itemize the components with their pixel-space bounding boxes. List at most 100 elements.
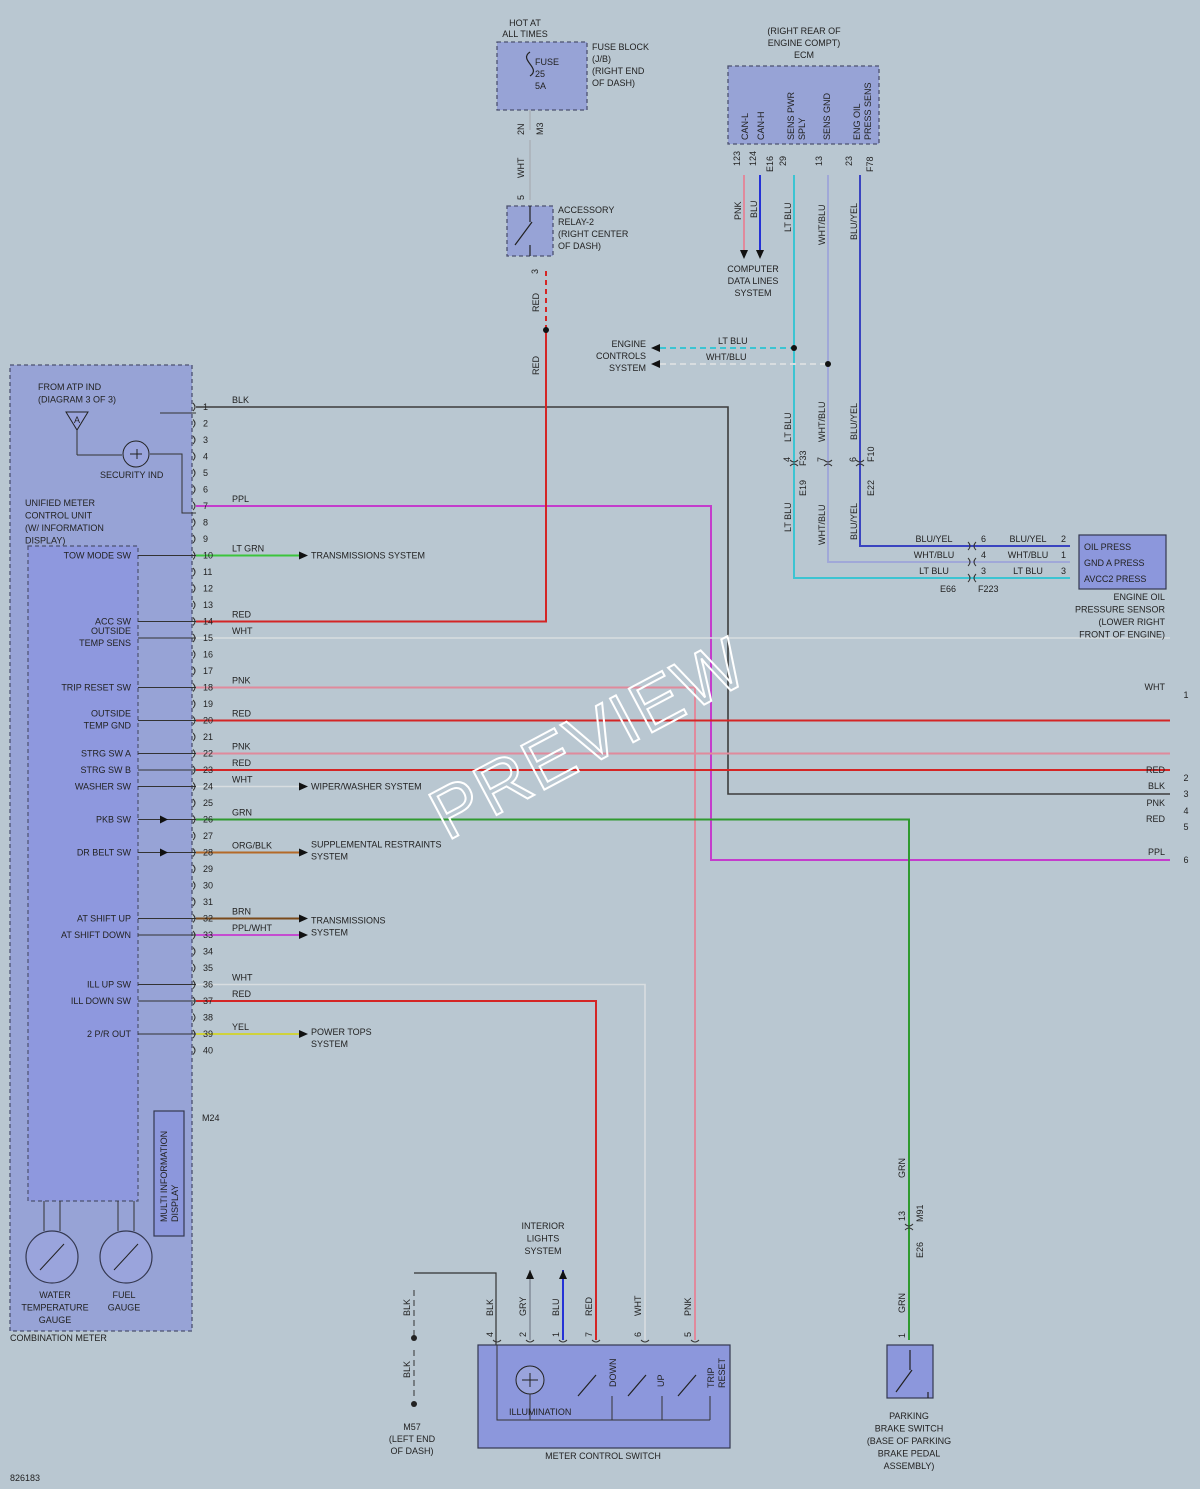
wire-label-pin-15: WHT [232, 626, 253, 636]
fuel-gauge-label-line-1: FUEL [112, 1290, 135, 1300]
ecm-terminal-label: PRESS SENS [863, 82, 873, 140]
meter-pin-4-connector [192, 452, 196, 461]
meter-pin-number: 15 [203, 633, 213, 643]
arrow-transmissions-2b [299, 931, 308, 939]
atp-symbol-label: A [74, 415, 80, 425]
meter-pin-number: 11 [203, 567, 212, 577]
meter-internal-label: TOW MODE SW [64, 551, 132, 561]
wire-label-pin-20: RED [232, 709, 252, 719]
arrow-power-tops [299, 1030, 308, 1038]
ground-splice [411, 1335, 417, 1341]
parking-brake-label-line-3: (BASE OF PARKING [867, 1436, 951, 1446]
inline-connector-icon [789, 459, 799, 467]
arrow-can-h [756, 250, 764, 259]
switch-label-down: DOWN [608, 1359, 618, 1388]
meter-pin-33-connector [192, 930, 196, 940]
ecm-connector-e16: E16 [765, 156, 775, 172]
meter-pin-14-connector [192, 617, 196, 626]
meter-pin-number: 39 [203, 1029, 213, 1039]
ecm-header-line-2: ENGINE COMPT) [768, 38, 841, 48]
meter-pin-number: 12 [203, 584, 213, 594]
water-gauge-label-line-2: TEMPERATURE [21, 1303, 88, 1313]
meter-pin-10-connector [192, 551, 196, 560]
right-edge-wire-label: WHT [1145, 682, 1166, 692]
arrow-transmissions-2a [299, 914, 308, 923]
meter-internal-label: OUTSIDE [91, 709, 131, 719]
meter-pin-9-connector [192, 534, 196, 544]
sensor-wire-label-right: BLU/YEL [1009, 534, 1046, 544]
wire-label-blk-ground-2: BLK [402, 1361, 412, 1378]
ecm-terminal-label: SENS PWR [786, 91, 796, 140]
label-layer: 1234567891011121314151617181920212223242… [10, 18, 1189, 1483]
wire-label-whtblu-2: WHT/BLU [817, 402, 827, 443]
meter-internal-label: 2 P/R OUT [87, 1029, 132, 1039]
meter-pin-number: 35 [203, 963, 213, 973]
fuse-block-box [496, 41, 588, 111]
meter-switch-pin-connector [690, 1339, 700, 1343]
from-atp-label-line-1: FROM ATP IND [38, 382, 102, 392]
wire-whtblu-sens-gnd [827, 175, 1070, 563]
wire-label-bluyel-3: BLU/YEL [849, 503, 859, 540]
wire-label-pin-23: RED [232, 758, 252, 768]
meter-pin-13-connector [192, 600, 196, 610]
dest-srs-line-2: SYSTEM [311, 852, 348, 862]
meter-pin-26-connector [192, 815, 196, 824]
wire-pnk-pin18 [196, 686, 696, 1340]
inline-connector-f10: F10 [866, 446, 876, 462]
wire-label-grn-2: GRN [897, 1293, 907, 1313]
wire-label-pin-22: PNK [232, 742, 251, 752]
fuse-rating-label-line-2: 25 [535, 69, 545, 79]
relay-label-line-3: (RIGHT CENTER [558, 229, 629, 239]
right-edge-number: 1 [1183, 690, 1188, 700]
meter-pin-number: 16 [203, 650, 213, 660]
interior-lights-label-line-2: LIGHTS [527, 1234, 560, 1244]
ecm-pin-label: 13 [814, 156, 824, 166]
oil-sensor-box [1078, 534, 1167, 590]
sensor-pin: 3 [1061, 566, 1066, 576]
right-edge-wire-label: RED [1146, 814, 1166, 824]
wire-label-pnk-can: PNK [733, 201, 743, 220]
ecm-terminal-label: SPLY [797, 118, 807, 140]
sensor-wire-label-left: WHT/BLU [914, 550, 955, 560]
wire-label-whtblu-branch: WHT/BLU [706, 352, 747, 362]
fuse-connector-label: M3 [535, 122, 545, 135]
oil-sensor-terminal: OIL PRESS [1084, 542, 1131, 552]
parking-brake-inline-pin: 13 [897, 1211, 907, 1221]
meter-internal-label: ILL UP SW [87, 980, 132, 990]
wire-label-whtblu-3: WHT/BLU [817, 505, 827, 546]
right-edge-number: 3 [1183, 789, 1188, 799]
meter-internal-label: TEMP GND [84, 721, 132, 731]
meter-pin-15-connector [192, 633, 196, 643]
wire-label-red-long: RED [531, 355, 541, 375]
right-edge-number: 4 [1183, 806, 1188, 816]
fuse-block-label-line-3: (RIGHT END [592, 66, 645, 76]
wire-label-whtblu-1: WHT/BLU [817, 205, 827, 246]
blk-ground-wire [414, 1272, 497, 1345]
meter-pin-number: 19 [203, 699, 213, 709]
hot-at-all-times-label-line-2: ALL TIMES [502, 29, 548, 39]
dest-power-tops-line-1: POWER TOPS [311, 1027, 372, 1037]
wire-label-red-relay: RED [531, 292, 541, 312]
ecm-terminal-label: CAN-L [740, 113, 750, 140]
meter-internal-label: ILL DOWN SW [71, 996, 132, 1006]
sensor-inline-connector-icon [967, 573, 977, 583]
meter-pin-number: 38 [203, 1013, 213, 1023]
meter-switch-pin-connector [525, 1339, 535, 1343]
wire-label-blk-ground: BLK [402, 1299, 412, 1316]
parking-brake-connector-e26: E26 [915, 1242, 925, 1258]
meter-pin-7-connector [192, 501, 196, 511]
meter-switch-contacts-icon [577, 1374, 697, 1397]
wire-label-pin-36: WHT [232, 973, 253, 983]
inline-connector-e66: E66 [940, 584, 956, 594]
engine-controls-label-line-2: CONTROLS [596, 351, 646, 361]
meter-pin-38-connector [192, 1013, 196, 1022]
wire-label-blu: BLU [551, 1298, 561, 1316]
meter-internal-label: DR BELT SW [77, 848, 132, 858]
hot-at-all-times-label-line-1: HOT AT [509, 18, 541, 28]
sensor-connector-pin: 6 [981, 534, 986, 544]
dest-power-tops-line-2: SYSTEM [311, 1039, 348, 1049]
meter-switch-pin: 7 [584, 1332, 594, 1337]
meter-internal-label: TRIP RESET SW [61, 683, 131, 693]
wire-label-pin-7: PPL [232, 494, 249, 504]
meter-pin-number: 4 [203, 452, 208, 462]
